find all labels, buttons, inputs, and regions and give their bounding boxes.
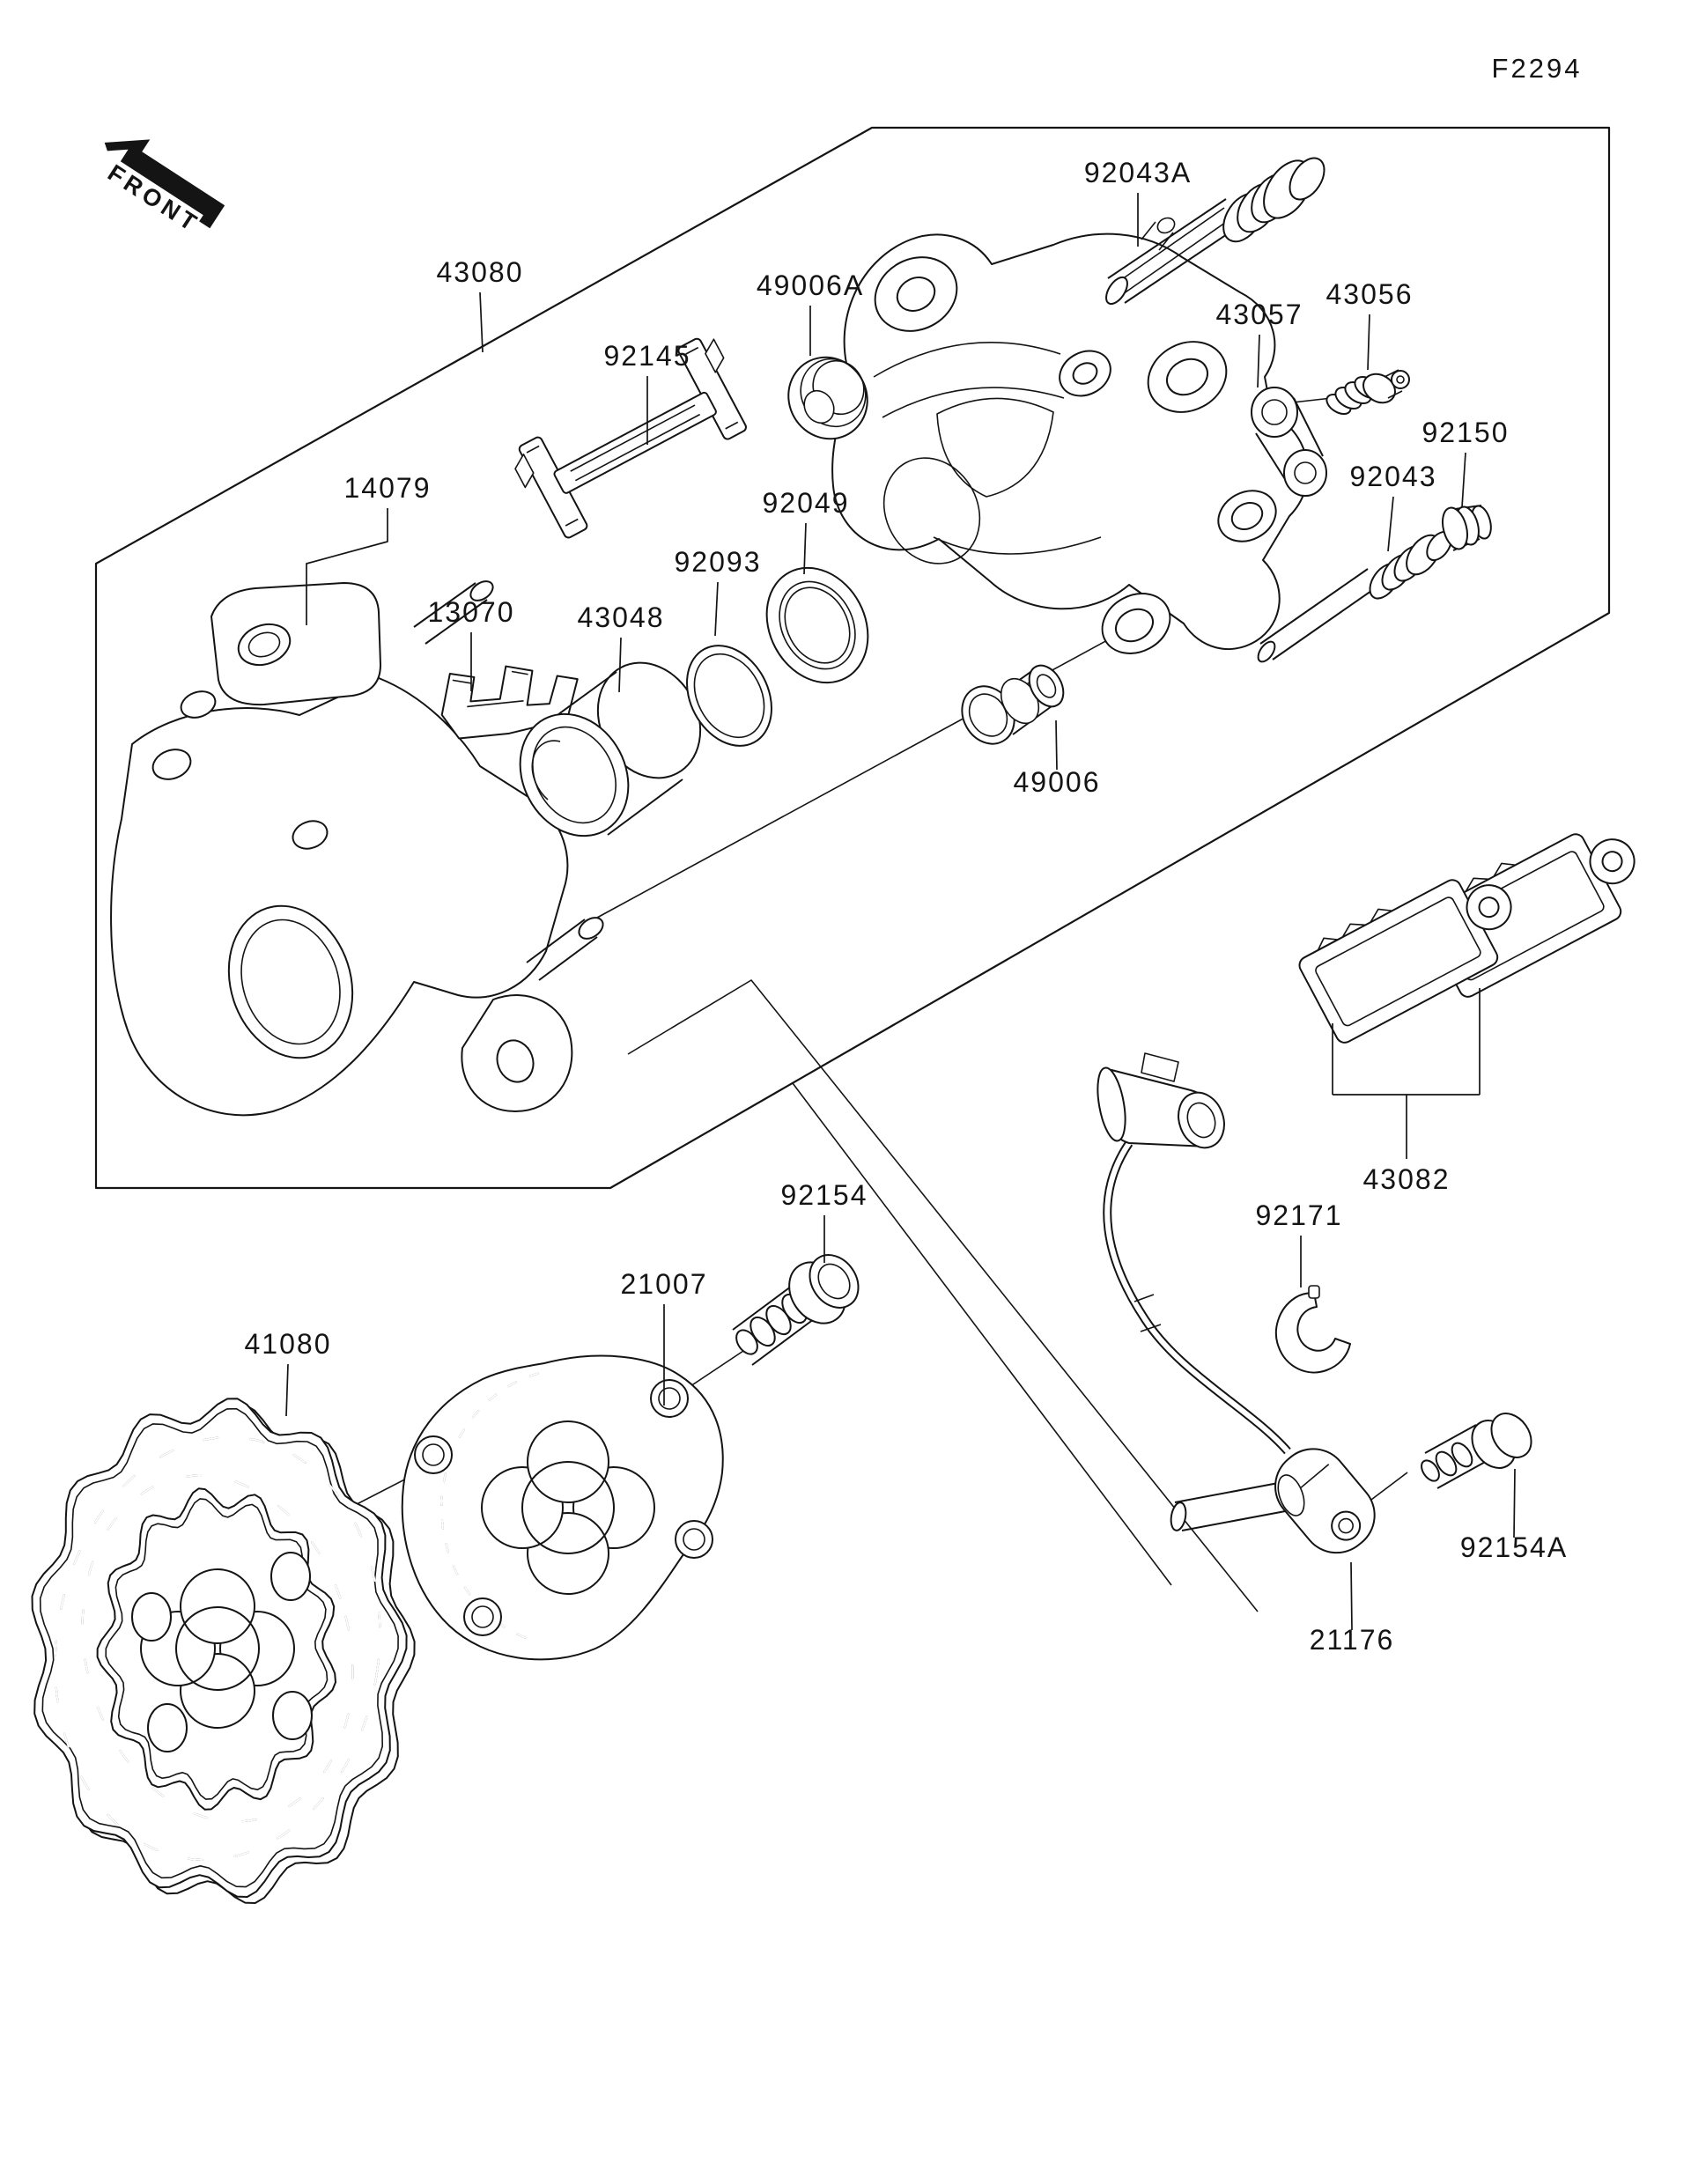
part-number-labels: 43080 92145 49006A 92043A 43057 43056 92… xyxy=(245,157,1568,1656)
leader-43048 xyxy=(619,638,621,692)
cap-92150-drawing xyxy=(1438,504,1494,551)
part-label-41080: 41080 xyxy=(245,1328,332,1360)
caliper-group-enclosure xyxy=(96,128,1609,1188)
leader-21176 xyxy=(1351,1562,1352,1630)
part-label-92049: 92049 xyxy=(763,487,850,519)
part-label-43057: 43057 xyxy=(1216,299,1303,330)
part-label-21007: 21007 xyxy=(621,1268,708,1300)
abs-sensor-cable-drawing xyxy=(1093,1053,1389,1567)
part-label-92150: 92150 xyxy=(1422,417,1510,448)
leader-43080 xyxy=(480,292,483,352)
pin-92043a-drawing xyxy=(1102,151,1331,307)
front-arrow-icon: FRONT xyxy=(84,114,232,238)
brake-disc-drawing xyxy=(28,1398,414,1903)
leader-92093 xyxy=(715,582,718,636)
bolt-92154-drawing xyxy=(732,1245,868,1365)
part-label-43080: 43080 xyxy=(437,256,524,288)
part-label-92093: 92093 xyxy=(675,546,762,578)
part-label-49006A: 49006A xyxy=(757,269,864,301)
part-label-43082: 43082 xyxy=(1363,1163,1451,1195)
boot-49006-drawing xyxy=(952,660,1070,754)
part-label-92171: 92171 xyxy=(1256,1199,1343,1231)
brake-pads-drawing xyxy=(1293,807,1657,1045)
leader-41080 xyxy=(286,1364,288,1416)
leader-14079 xyxy=(306,508,388,625)
leader-92049 xyxy=(804,523,806,574)
leader-92150 xyxy=(1462,453,1466,507)
leader-43057 xyxy=(1258,335,1259,387)
part-label-92043: 92043 xyxy=(1350,461,1437,492)
part-label-13070: 13070 xyxy=(428,596,515,628)
part-label-49006: 49006 xyxy=(1014,766,1101,798)
piston-drawing xyxy=(499,645,720,855)
figure-code: F2294 xyxy=(1492,53,1583,84)
bleed-valve-drawing xyxy=(1324,368,1409,417)
caliper-body-drawing xyxy=(832,215,1308,665)
leader-49006 xyxy=(1056,720,1057,770)
part-label-92145: 92145 xyxy=(604,340,691,372)
seal-92093-drawing xyxy=(670,631,788,760)
leader-92043 xyxy=(1388,497,1393,551)
part-label-92043A: 92043A xyxy=(1084,157,1192,188)
link-drawing xyxy=(1252,387,1326,496)
boot-49006a-drawing xyxy=(773,343,882,453)
part-label-92154A: 92154A xyxy=(1460,1531,1568,1563)
bolt-92154a-drawing xyxy=(1418,1406,1540,1488)
seal-92049-drawing xyxy=(747,550,887,701)
leader-lines xyxy=(286,193,1515,1630)
part-label-92154: 92154 xyxy=(781,1179,868,1211)
bracket-drawing xyxy=(111,578,607,1116)
part-label-14079: 14079 xyxy=(344,472,432,504)
leader-43082 xyxy=(1333,988,1480,1159)
clamp-drawing xyxy=(1276,1286,1350,1372)
leader-92154A xyxy=(1514,1469,1515,1538)
part-label-21176: 21176 xyxy=(1310,1624,1395,1656)
abs-sensor-ring-drawing xyxy=(402,1356,723,1660)
part-label-43048: 43048 xyxy=(578,601,665,633)
leader-43056 xyxy=(1368,314,1370,370)
pad-spring-drawing xyxy=(501,331,764,544)
part-label-43056: 43056 xyxy=(1326,278,1414,310)
pin-92043-drawing xyxy=(1255,528,1457,665)
